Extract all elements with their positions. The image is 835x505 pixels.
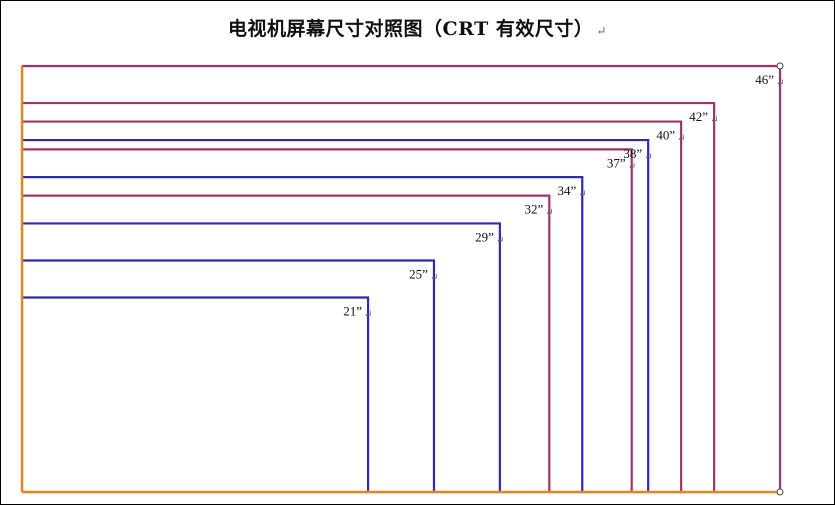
screen-outline-37 — [22, 148, 633, 492]
size-label-21: 21” — [343, 304, 362, 319]
corner-marker-bottom — [776, 488, 784, 496]
size-label-38: 38” — [623, 146, 642, 161]
size-labels: 21”↵25”↵29”↵32”↵34”↵37”↵38”↵40”↵42”↵46”↵ — [343, 72, 784, 321]
title-paragraph-mark: ↵ — [596, 24, 607, 38]
size-label-mark-25: ↵ — [430, 272, 438, 283]
screen-outline-40 — [22, 120, 683, 492]
size-label-mark-21: ↵ — [364, 310, 372, 321]
size-label-mark-32: ↵ — [545, 208, 553, 219]
size-label-37: 37” — [607, 155, 626, 170]
screen-outline-29 — [22, 222, 501, 492]
screen-outline-21 — [22, 296, 370, 492]
size-label-32: 32” — [525, 202, 544, 217]
size-label-40: 40” — [656, 128, 675, 143]
size-label-mark-29: ↵ — [496, 235, 504, 246]
size-label-mark-40: ↵ — [677, 134, 685, 145]
screen-outline-38 — [22, 138, 650, 492]
base-axes — [20, 62, 784, 496]
screen-outline-32 — [22, 194, 551, 492]
corner-marker-top — [776, 62, 784, 70]
screen-outline-34 — [22, 176, 584, 492]
size-label-29: 29” — [475, 229, 494, 244]
size-label-mark-38: ↵ — [644, 152, 652, 163]
size-label-mark-42: ↵ — [710, 115, 718, 126]
screen-outline-25 — [22, 259, 436, 492]
size-label-46: 46” — [755, 72, 774, 87]
size-label-42: 42” — [689, 109, 708, 124]
size-label-mark-46: ↵ — [776, 78, 784, 89]
size-label-25: 25” — [409, 266, 428, 281]
title-text: 电视机屏幕尺寸对照图（CRT 有效尺寸） — [228, 18, 594, 40]
diagram-title: 电视机屏幕尺寸对照图（CRT 有效尺寸）↵ — [0, 14, 835, 41]
size-label-mark-37: ↵ — [628, 161, 636, 172]
size-label-mark-34: ↵ — [578, 189, 586, 200]
screen-outline-42 — [22, 101, 716, 492]
size-label-34: 34” — [557, 183, 576, 198]
